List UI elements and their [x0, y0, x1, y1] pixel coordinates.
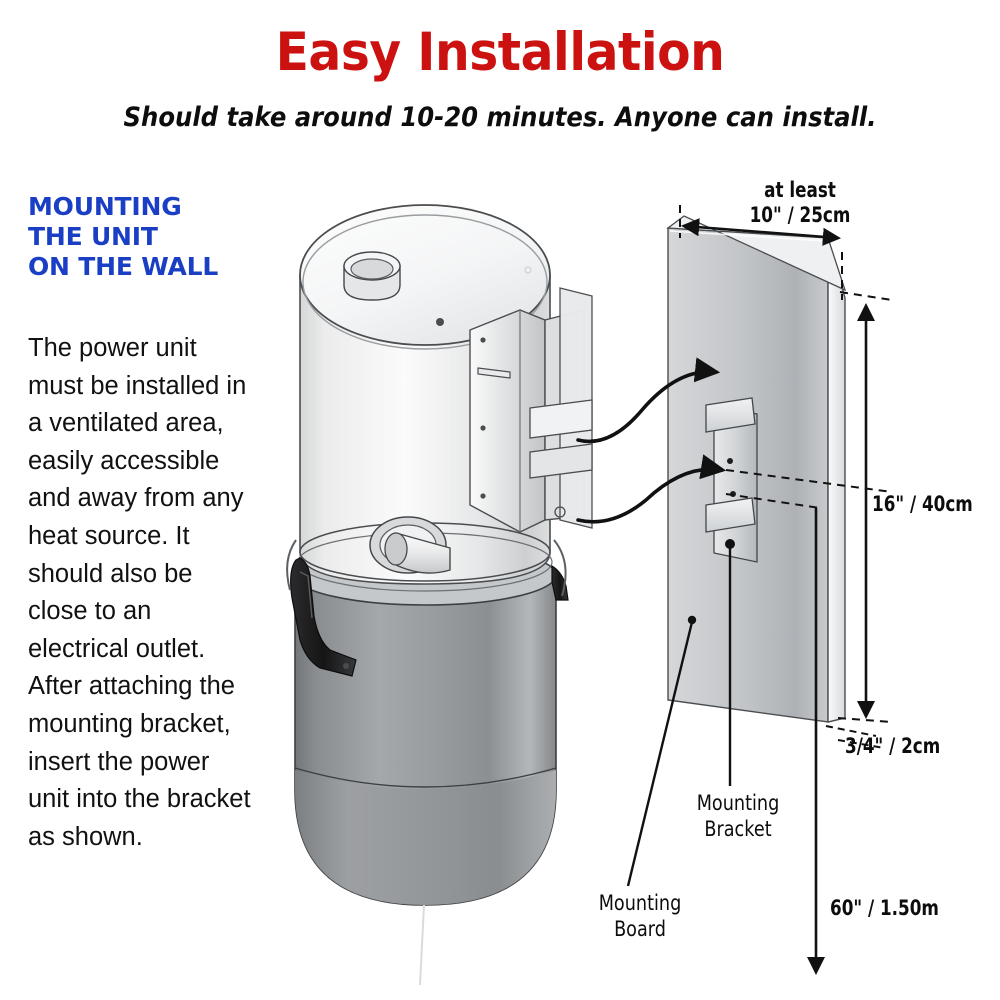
dimension-label-width-value: 10" / 25cm	[749, 203, 851, 227]
section-heading-line-2: THE UNIT	[28, 222, 158, 251]
mounting-bracket-screw-hole-1	[727, 458, 733, 464]
section-heading: MOUNTING THE UNIT ON THE WALL	[28, 192, 278, 282]
callout-mounting-bracket-line-1: Mounting	[696, 791, 780, 815]
unit-bracket-slot-upper	[529, 399, 593, 439]
inlet-port-opening	[384, 532, 408, 566]
insertion-arrow-upper	[576, 357, 721, 444]
mounting-bracket-tab-upper	[705, 397, 756, 433]
power-unit-canister-base	[295, 770, 556, 905]
dimension-width-arrow	[680, 218, 842, 246]
mounting-bracket-plate	[713, 407, 758, 563]
dimension-label-floor-height: 60" / 1.50m	[830, 896, 939, 920]
mounting-bracket-callout-dot	[725, 539, 735, 549]
mounting-bracket-tab-lower	[705, 497, 756, 533]
callout-mounting-board-line-1: Mounting	[598, 891, 682, 915]
latch-left-highlight	[299, 571, 313, 619]
power-unit-canister-seam	[294, 767, 557, 788]
ext-line-thickness-a	[825, 725, 877, 737]
dimension-label-width-prefix: at least	[764, 178, 836, 202]
exhaust-port-inner	[350, 258, 394, 280]
callout-mounting-board-line-2: Board	[614, 917, 666, 941]
latch-left-body	[290, 557, 357, 677]
power-unit	[286, 204, 593, 986]
ext-line-height-bottom	[837, 717, 893, 723]
page-subtitle: Should take around 10-20 minutes. Anyone…	[123, 102, 877, 133]
callout-mounting-bracket: Mounting Bracket	[675, 790, 801, 842]
dimension-label-width: at least 10" / 25cm	[720, 178, 880, 228]
ext-line-height-top	[839, 291, 893, 301]
latch-left-pin	[343, 663, 349, 669]
ext-line-thickness-b	[837, 739, 885, 749]
unit-side-hoop-left	[286, 539, 297, 591]
mounting-board-edge	[827, 237, 846, 723]
callout-mounting-board: Mounting Board	[577, 890, 703, 942]
power-unit-floor-shadow	[419, 904, 425, 986]
inlet-port	[369, 516, 451, 574]
insertion-arrow-lower	[576, 454, 727, 524]
callout-leader-board	[626, 621, 694, 887]
unit-side-hoop-right	[553, 539, 567, 597]
rail-screw-1	[480, 337, 486, 343]
page-title: Easy Installation	[275, 22, 725, 83]
rail-screw-3	[480, 493, 486, 499]
dimension-label-thickness: 3/4" / 2cm	[845, 734, 941, 758]
callout-leaders	[626, 548, 732, 887]
unit-bracket-rail	[469, 287, 593, 533]
unit-bracket-slot-lower	[529, 443, 593, 479]
insertion-arrows	[576, 357, 727, 524]
section-body-text: The power unit must be installed in a ve…	[28, 334, 251, 851]
lid-screw	[436, 318, 444, 326]
ext-line-floor-ref	[725, 493, 821, 509]
dimension-lines	[679, 205, 893, 976]
dimension-label-height: 16" / 40cm	[872, 492, 973, 516]
mounting-board-callout-dot	[687, 615, 697, 625]
mounting-bracket	[705, 397, 758, 563]
section-heading-line-3: ON THE WALL	[28, 252, 219, 281]
rail-screw-2	[480, 425, 486, 431]
power-unit-lid-rim	[302, 214, 548, 350]
lid-detail-mark	[524, 266, 532, 274]
exhaust-port	[343, 251, 401, 301]
rail-nub	[477, 367, 511, 379]
power-unit-lid	[299, 204, 551, 346]
rail-hole	[554, 506, 566, 518]
section-heading-line-1: MOUNTING	[28, 192, 182, 221]
callout-mounting-bracket-line-2: Bracket	[704, 817, 772, 841]
latch-left	[290, 557, 357, 677]
